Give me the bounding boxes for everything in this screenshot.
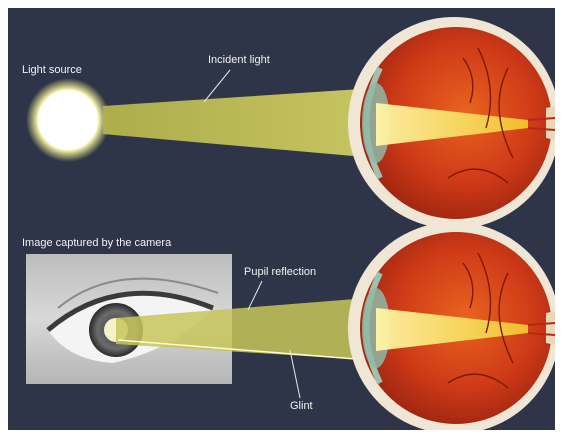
diagram-artwork [8, 8, 555, 430]
incident-light-leader [204, 70, 230, 102]
eyeball-icon [348, 222, 555, 430]
glint-label: Glint [290, 400, 313, 412]
light-source-icon [26, 78, 110, 162]
pupil-reflection-leader [248, 281, 262, 310]
pupil-reflection-label: Pupil reflection [244, 266, 316, 278]
glint-leader [290, 350, 300, 398]
incident-light-beam [103, 88, 376, 158]
eyeball-icon [348, 17, 555, 229]
light-source-label: Light source [22, 64, 82, 76]
image-captured-label: Image captured by the camera [22, 237, 171, 249]
diagram-panel: Light source Incident light Image captur… [8, 8, 555, 430]
incident-light-label: Incident light [208, 54, 270, 66]
